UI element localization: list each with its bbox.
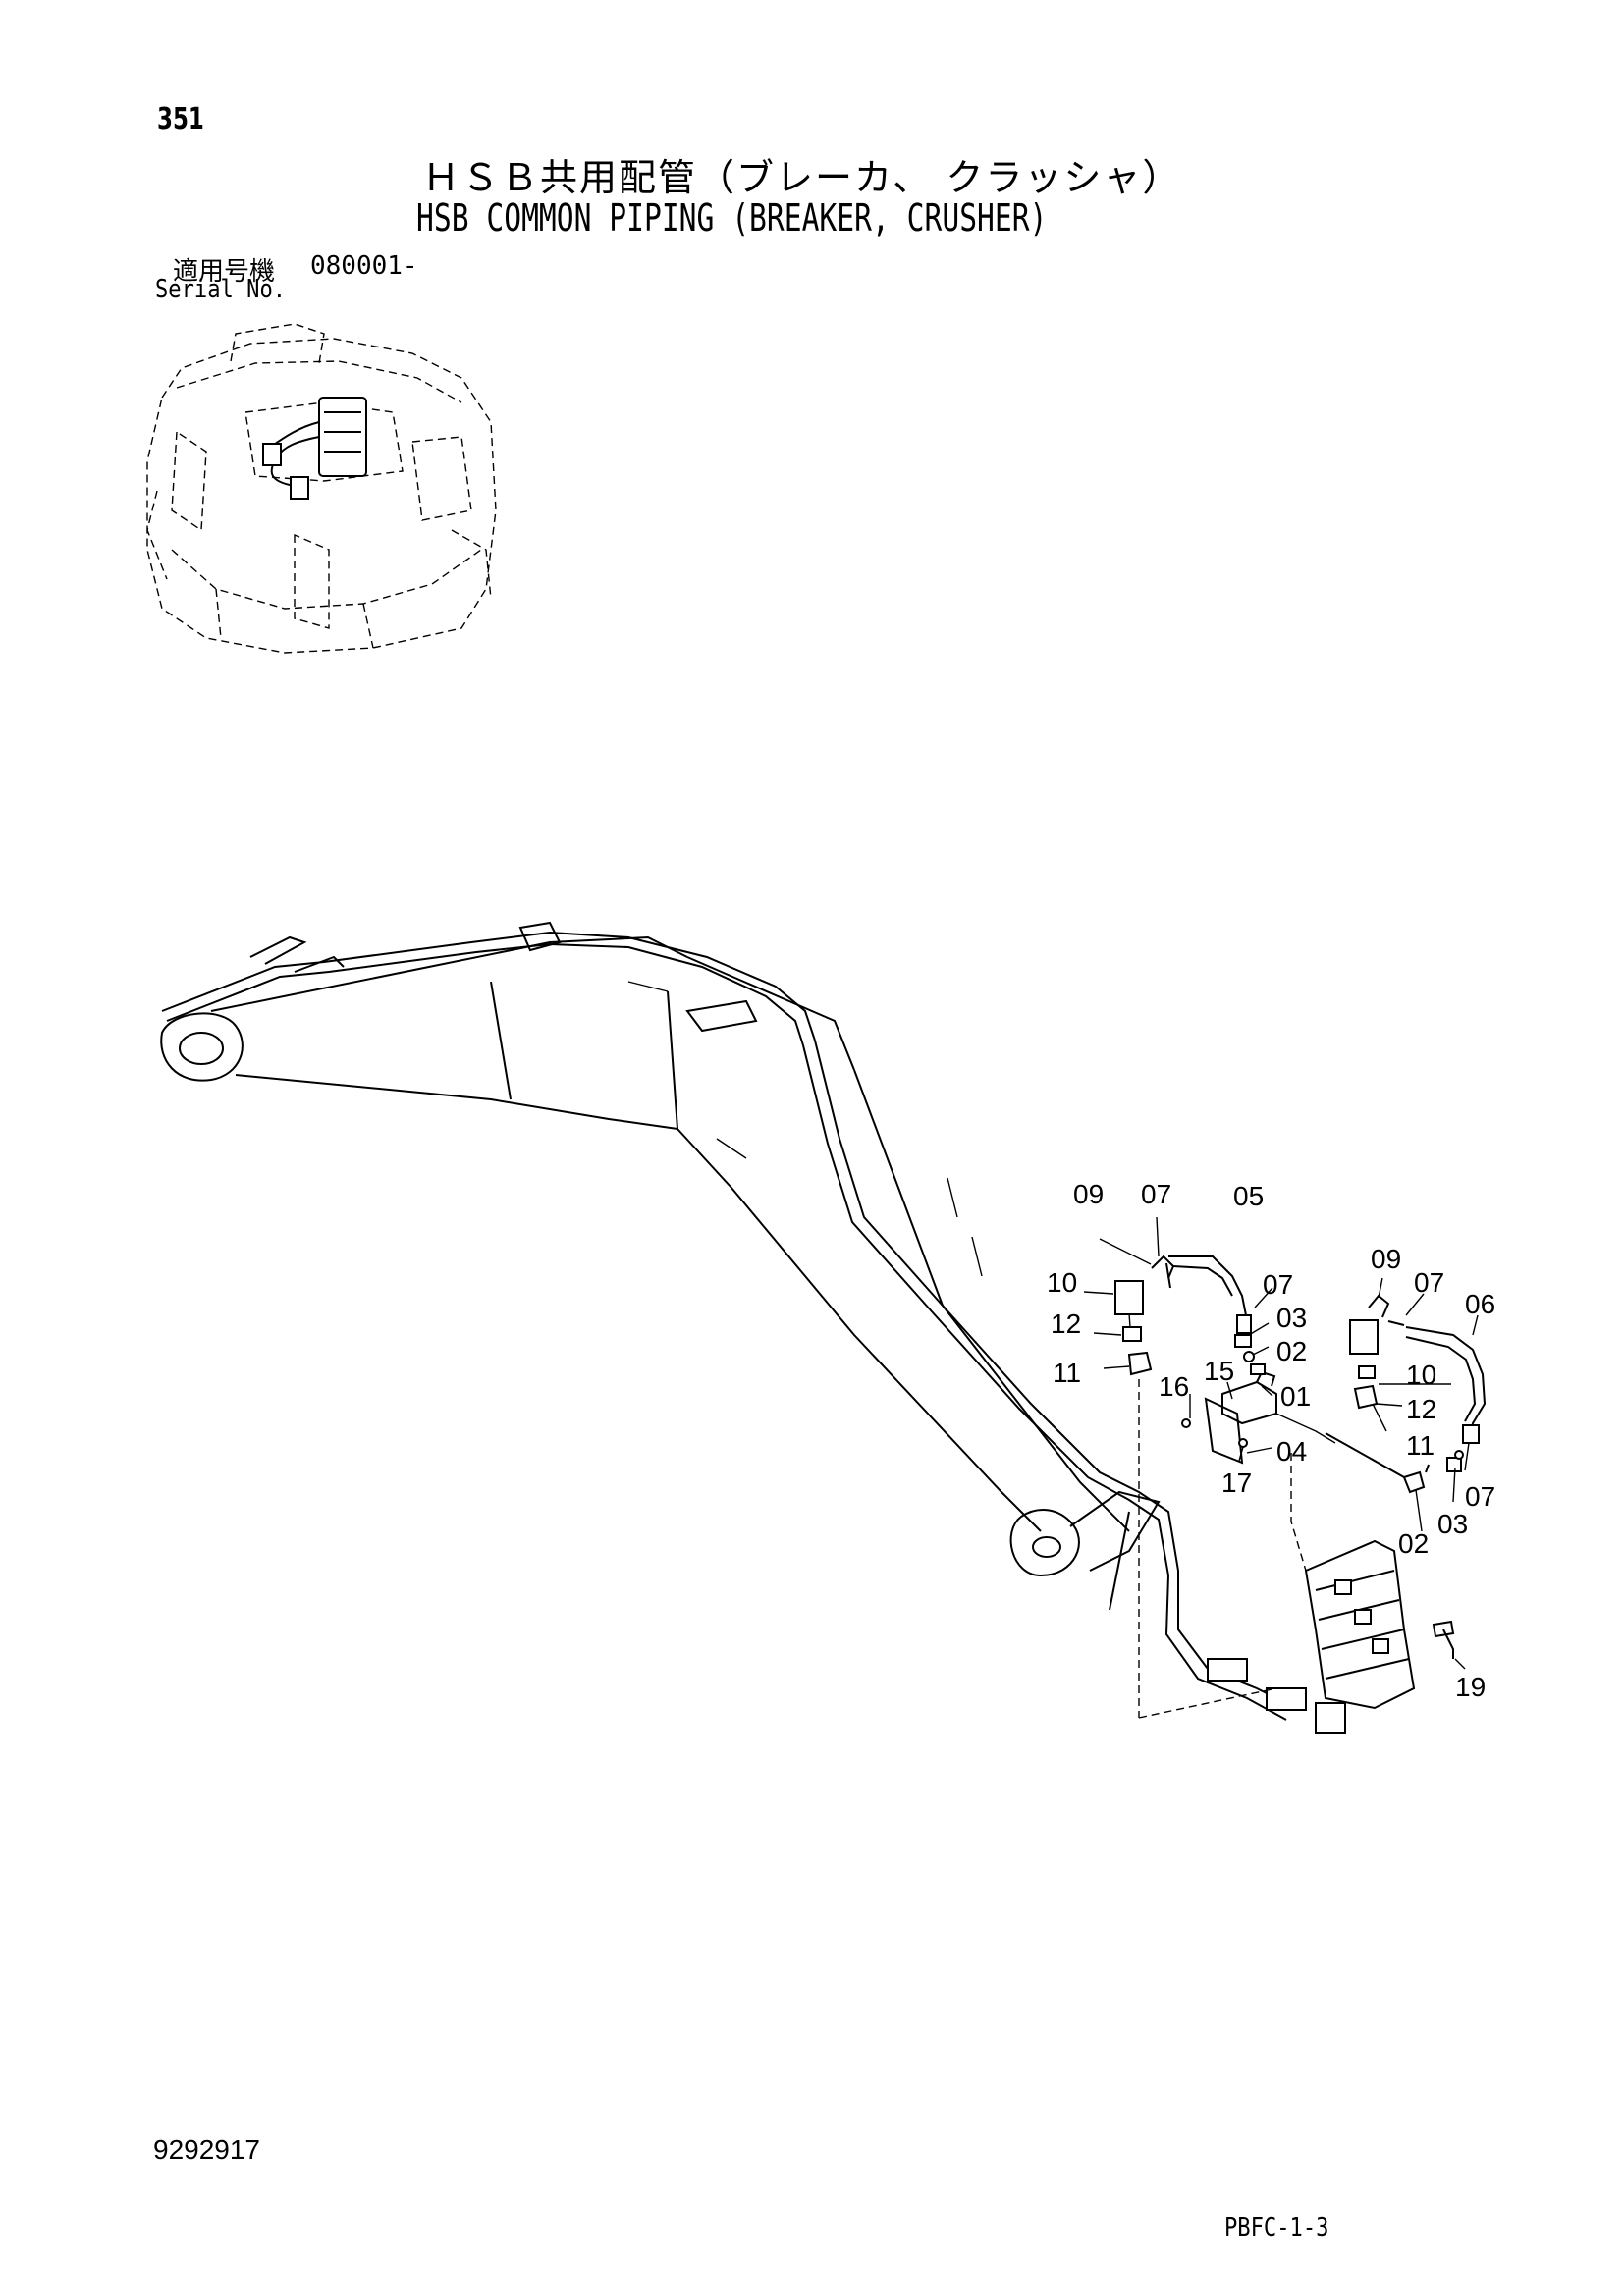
boom-assembly [160, 935, 1161, 1611]
callout-04: 04 [1276, 1436, 1307, 1467]
callout-07-right: 07 [1414, 1267, 1444, 1298]
callout-09-right: 09 [1371, 1244, 1401, 1274]
callout-09-upper-left: 09 [1073, 1179, 1104, 1209]
callout-03-lower: 03 [1437, 1509, 1468, 1539]
callout-01: 01 [1280, 1381, 1311, 1412]
serial-number-value: 080001- [310, 251, 418, 281]
callout-02-lower: 02 [1398, 1528, 1429, 1559]
callout-10-left: 10 [1047, 1267, 1077, 1298]
page-title-english: HSB COMMON PIPING (BREAKER, CRUSHER) [416, 196, 1048, 240]
callout-06: 06 [1465, 1289, 1495, 1319]
boom-piping [161, 921, 1346, 1734]
callout-07-center: 07 [1263, 1269, 1293, 1300]
callout-labels: 09 07 05 10 07 12 03 02 11 16 15 01 09 0… [1047, 1179, 1495, 1702]
serial-label-english: Serial No. [155, 275, 287, 304]
leader-lines [1083, 1216, 1479, 1670]
callout-19: 19 [1455, 1672, 1486, 1702]
callout-12-left: 12 [1051, 1308, 1081, 1339]
serial-label-japanese: 適用号機 [173, 257, 276, 287]
callout-07-lower: 07 [1465, 1481, 1495, 1512]
page-code: PBFC-1-3 [1224, 2214, 1329, 2243]
upper-structure-outline [146, 323, 497, 654]
callout-02-upper: 02 [1276, 1336, 1307, 1366]
page-number: 351 [157, 102, 204, 136]
control-valve-block [1304, 1539, 1455, 1710]
callout-03-upper: 03 [1276, 1303, 1307, 1333]
callout-16: 16 [1159, 1371, 1189, 1402]
callout-05: 05 [1233, 1181, 1264, 1211]
callout-11-left: 11 [1053, 1358, 1081, 1388]
callout-12-right: 12 [1406, 1394, 1436, 1424]
callout-15: 15 [1204, 1356, 1234, 1386]
control-valve-highlight [262, 397, 367, 500]
callout-07-upper-left: 07 [1141, 1179, 1171, 1209]
callout-17: 17 [1221, 1468, 1252, 1498]
document-number: 9292917 [153, 2134, 261, 2164]
page-title-japanese: ＨＳＢ共用配管（ブレーカ、 クラッシャ） [422, 156, 1182, 199]
callout-11-right: 11 [1406, 1430, 1435, 1461]
exploded-parts [1114, 1255, 1487, 1719]
callout-10-right: 10 [1406, 1360, 1436, 1390]
